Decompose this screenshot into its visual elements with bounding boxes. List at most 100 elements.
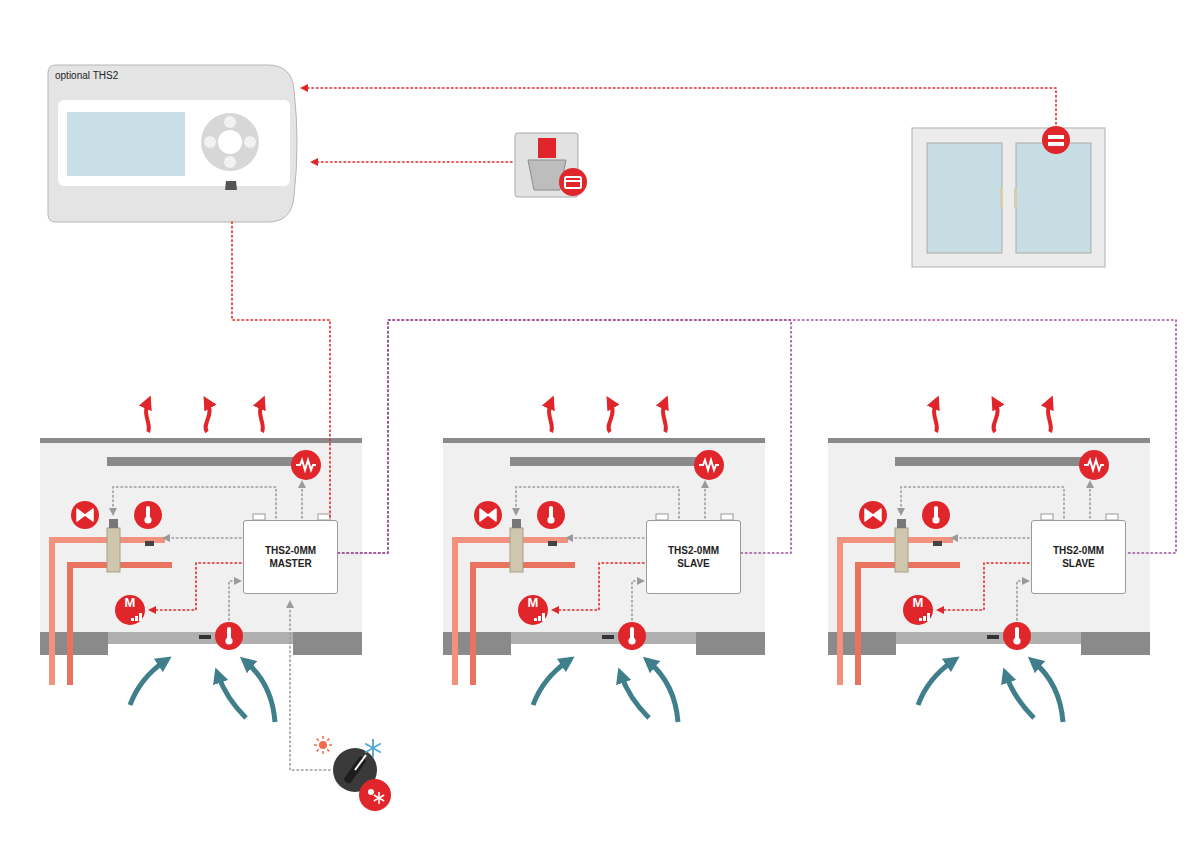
- warm-air-arrow: [934, 402, 937, 432]
- motor-icon: [518, 595, 548, 625]
- valve-icon: [474, 501, 502, 529]
- box-label: optional THS2: [55, 70, 288, 81]
- speed-bar: [542, 613, 545, 621]
- keypad-button: [204, 136, 216, 148]
- sun-ray: [322, 751, 324, 754]
- return-air-arrow: [621, 675, 649, 718]
- thermometer-bulb: [1013, 637, 1020, 644]
- window-handle: [1000, 188, 1003, 208]
- thermometer-icon: [1003, 622, 1031, 650]
- air-sensor-line: [229, 581, 238, 620]
- valve-icon: [71, 501, 99, 529]
- pipe-sensor-line: [569, 537, 644, 539]
- key-card: [538, 138, 556, 158]
- box-label: SLAVE: [677, 557, 710, 570]
- contact-symbol: [1048, 142, 1064, 146]
- heat-mode-symbol: [314, 736, 332, 754]
- valve-symbol: [77, 509, 93, 521]
- thermometer-icon: [618, 622, 646, 650]
- box-label: THS2-0MM: [1053, 544, 1104, 557]
- pipe-sensor-body: [933, 541, 942, 546]
- snowflake-arm: [365, 744, 381, 753]
- icon-circle: [71, 501, 99, 529]
- motor-letter: M: [904, 596, 932, 610]
- motor-signal-line: [555, 563, 644, 610]
- card-icon: [559, 168, 587, 196]
- sun-ray: [327, 739, 329, 741]
- auto-mode-icon: [359, 779, 391, 811]
- contact-symbol: [1048, 135, 1064, 139]
- pipe-sensor-body: [548, 541, 557, 546]
- warm-air-arrow: [608, 402, 612, 432]
- keypad-ring: [201, 113, 259, 171]
- signal-connector: [338, 320, 791, 553]
- return-air-arrow: [533, 661, 568, 705]
- resistor-icon: [1079, 450, 1109, 480]
- speed-bar: [131, 618, 134, 621]
- icon-circle: [1079, 450, 1109, 480]
- pipe-sensor-body: [145, 541, 154, 546]
- speed-bar: [923, 616, 926, 621]
- sun-ray: [329, 744, 332, 746]
- electric-heater: [107, 457, 295, 466]
- box-label: THS2-0MM: [668, 544, 719, 557]
- sun-ray: [317, 749, 319, 751]
- resistor-icon: [694, 450, 724, 480]
- icon-circle: [115, 595, 145, 625]
- return-air-arrow: [649, 662, 678, 722]
- card-stripe: [565, 180, 581, 182]
- casing-top: [828, 438, 1150, 443]
- valve-body: [510, 528, 523, 572]
- icon-circle: [903, 595, 933, 625]
- card-symbol: [565, 177, 581, 188]
- speed-bar: [139, 613, 142, 621]
- signal-connector: [338, 320, 1176, 553]
- heater-signal-line: [704, 484, 706, 518]
- warm-air-arrow: [205, 402, 209, 432]
- valve-actuator: [109, 519, 118, 528]
- thermometer-bulb: [932, 516, 939, 523]
- snowflake-arm: [374, 795, 384, 801]
- icon-circle: [134, 501, 162, 529]
- icon-circle: [618, 622, 646, 650]
- fan-coil-unit: [828, 402, 1150, 722]
- sun-ray: [317, 739, 319, 741]
- casing-top: [40, 438, 362, 443]
- thermometer-bulb: [225, 637, 232, 644]
- air-sensor-line: [632, 581, 641, 620]
- speed-bar: [534, 618, 537, 621]
- motor-signal-line: [940, 563, 1029, 610]
- icon-circle: [215, 622, 243, 650]
- sun-ray: [327, 749, 329, 751]
- warm-air-arrow: [663, 402, 666, 432]
- motor-icon: [903, 595, 933, 625]
- icon-circle: [537, 501, 565, 529]
- thermometer-icon: [537, 501, 565, 529]
- resistor-icon: [291, 450, 321, 480]
- controller-box: THS2-0MMSLAVE: [1031, 520, 1126, 594]
- icon-circle: [859, 501, 887, 529]
- return-air-arrow: [1006, 675, 1034, 718]
- thermometer-bulb: [628, 637, 635, 644]
- selector-signal-line: [290, 604, 330, 770]
- sun-core: [319, 741, 327, 749]
- icon-circle: [474, 501, 502, 529]
- electric-heater: [895, 457, 1083, 466]
- icon-circle: [1003, 622, 1031, 650]
- controller-box: THS2-0MMSLAVE: [646, 520, 741, 594]
- air-inlet-grille: [108, 632, 293, 644]
- return-air-arrow: [918, 661, 953, 705]
- keypad-button: [224, 116, 236, 128]
- thermometer-icon: [134, 501, 162, 529]
- window-pane: [927, 143, 1002, 253]
- icon-circle: [559, 168, 587, 196]
- return-air-arrow: [246, 662, 275, 722]
- thermometer-icon: [215, 622, 243, 650]
- valve-icon: [859, 501, 887, 529]
- snowflake-arm: [374, 795, 384, 801]
- keypad-center: [218, 130, 242, 154]
- warm-air-arrow: [146, 402, 149, 432]
